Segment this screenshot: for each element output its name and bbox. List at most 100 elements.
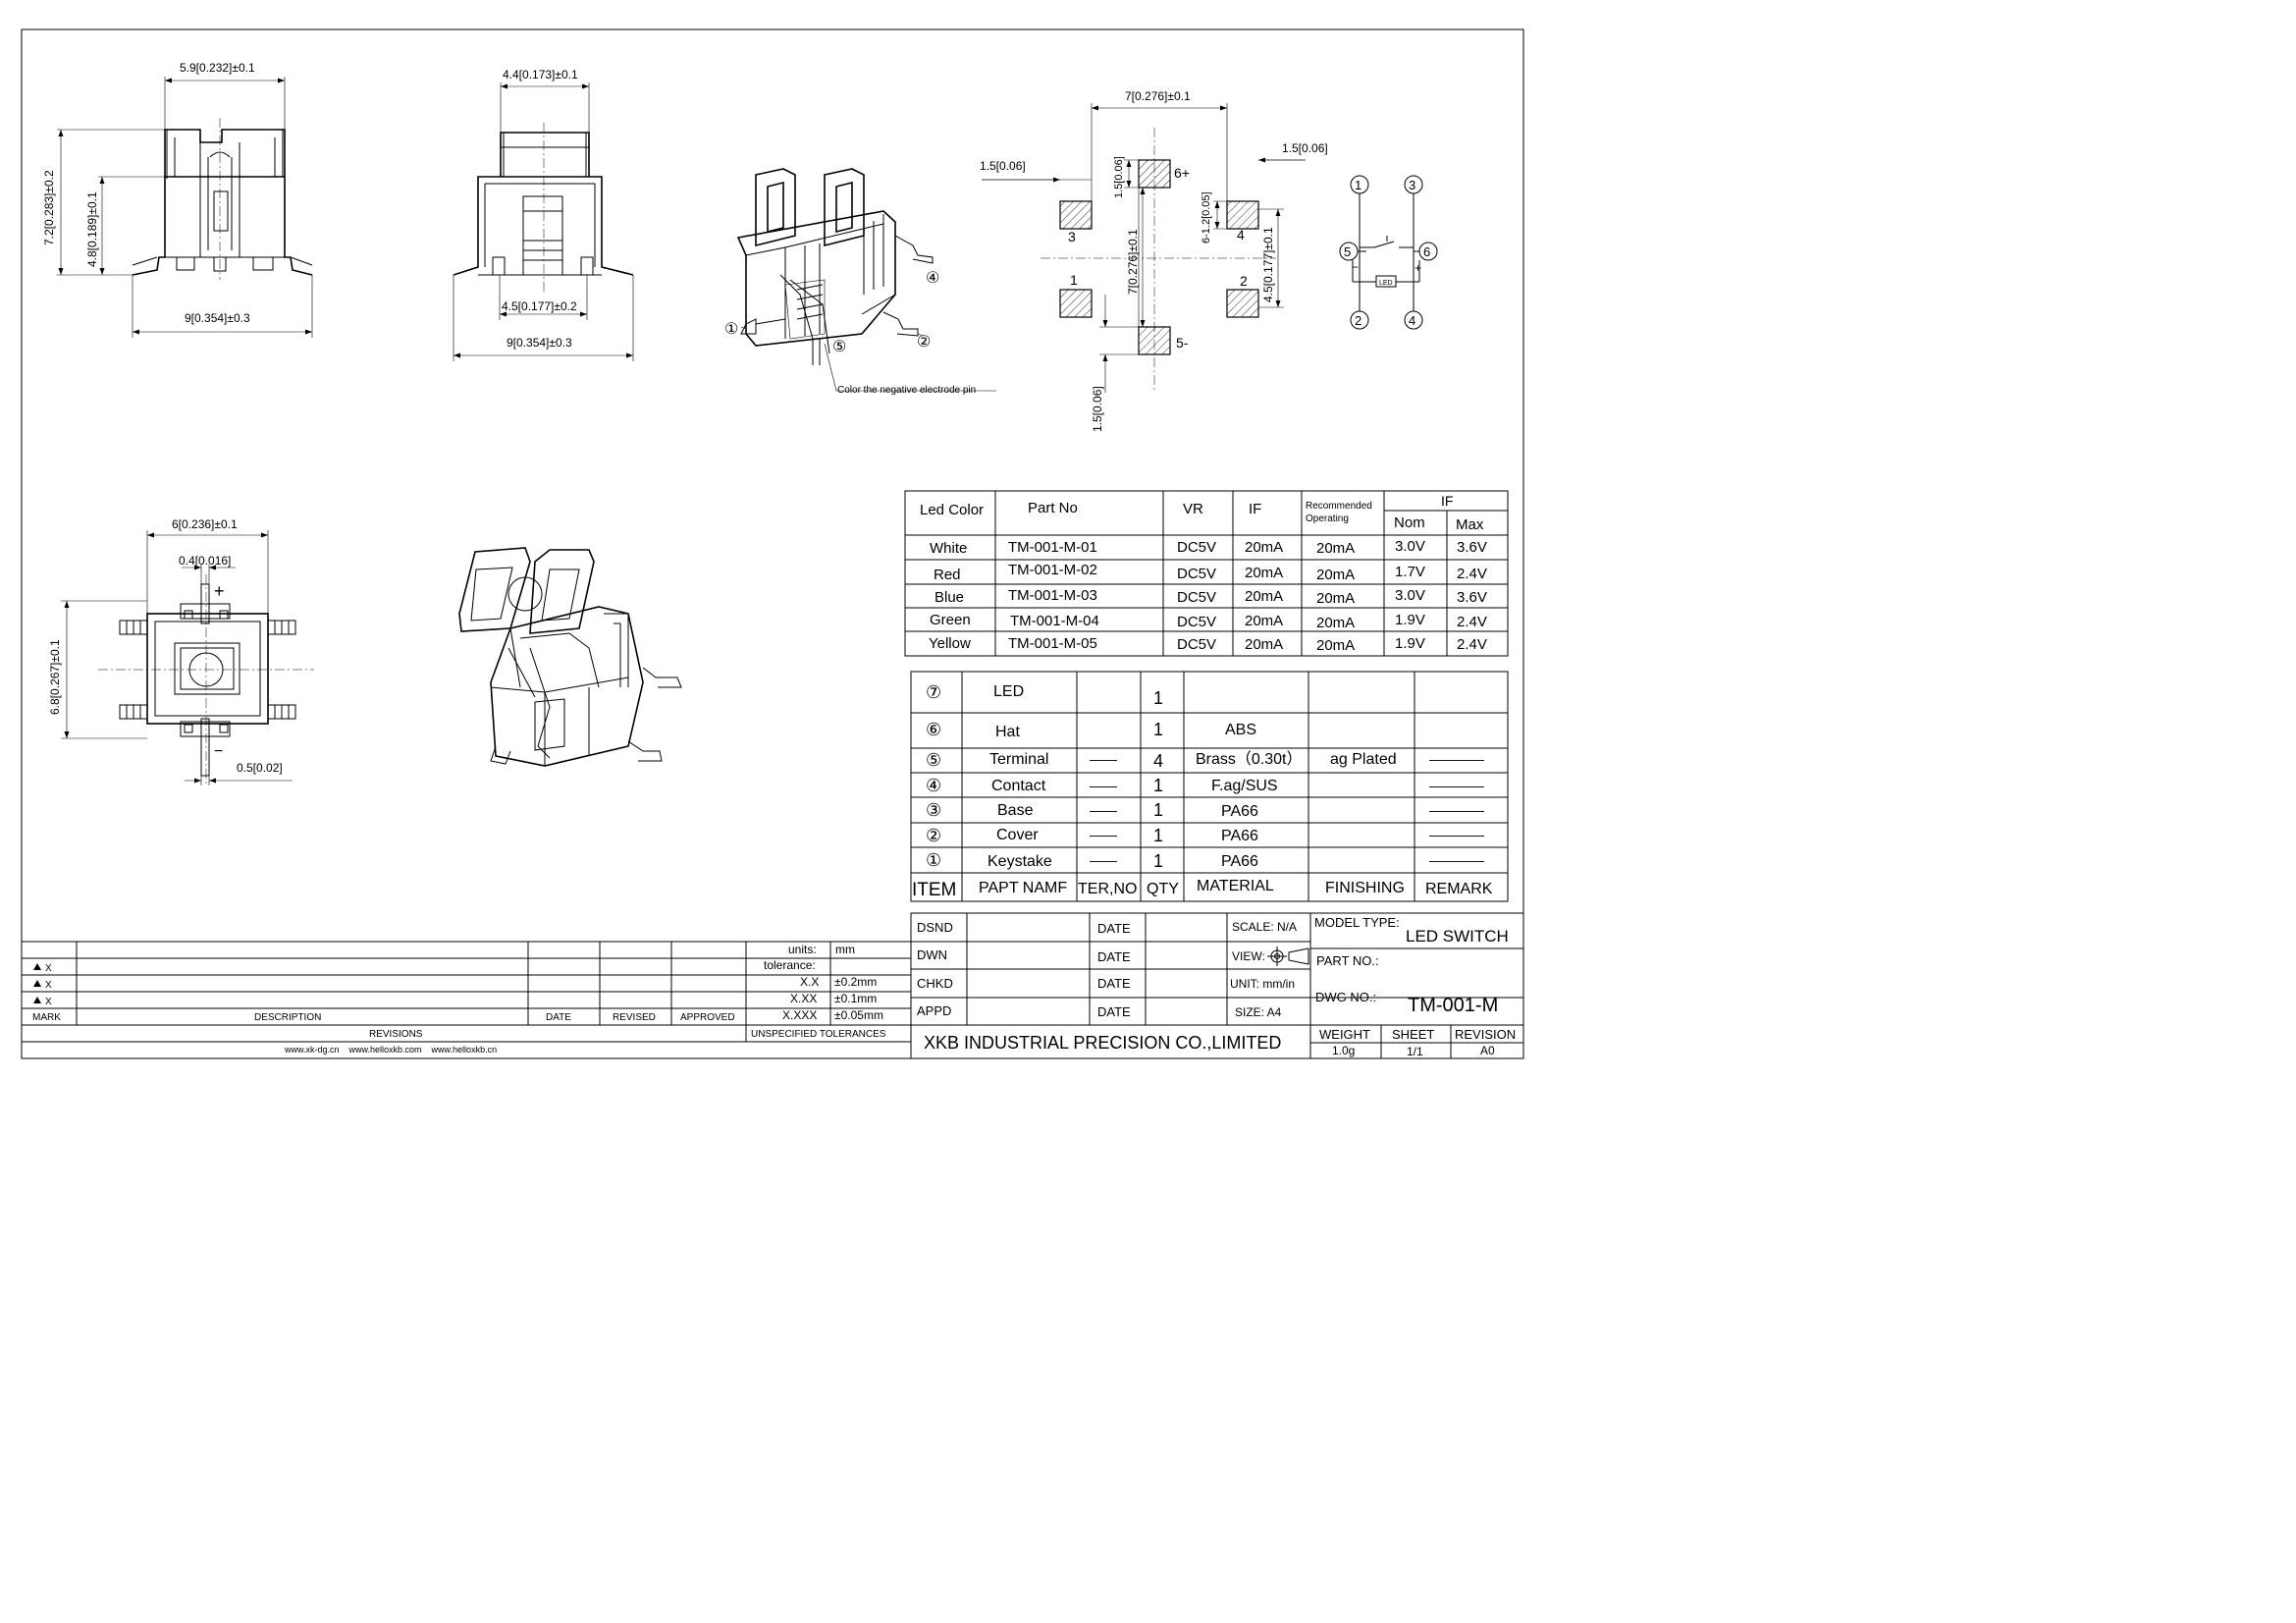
led-row-max: 3.6V — [1457, 539, 1487, 556]
led-row-rec: 20mA — [1316, 567, 1355, 583]
schematic-minus: − — [1352, 260, 1359, 274]
circuit-schematic — [1339, 175, 1438, 330]
rev-tol3: ±0.05mm — [834, 1008, 883, 1022]
led-row-color: Red — [934, 567, 961, 583]
tb-date: DATE — [1097, 921, 1131, 936]
rev-revisions-title: REVISIONS — [369, 1029, 423, 1040]
led-row-if: 20mA — [1245, 588, 1283, 605]
bom-header-qty: QTY — [1147, 881, 1179, 897]
bom-row-remark: ———— — [1429, 827, 1484, 842]
rev-mark-row: X — [45, 997, 52, 1007]
tb-view: VIEW: — [1232, 949, 1265, 963]
dim-side-width-top: 4.4[0.173]±0.1 — [503, 68, 578, 81]
top-view-plus: + — [214, 581, 225, 601]
led-row-part: TM-001-M-05 — [1008, 635, 1097, 652]
rev-tolerance-label: tolerance: — [764, 958, 816, 972]
bom-row-qty: 1 — [1153, 720, 1163, 739]
tb-date: DATE — [1097, 976, 1131, 991]
tb-revision-label: REVISION — [1455, 1027, 1516, 1042]
bom-row-material: ABS — [1225, 722, 1256, 738]
dim-pad-right: 1.5[0.06] — [1282, 141, 1328, 155]
schematic-node-5: 5 — [1344, 244, 1351, 259]
pad-label-4: 4 — [1237, 227, 1245, 243]
tb-weight: 1.0g — [1332, 1044, 1355, 1057]
dim-front-width-top: 5.9[0.232]±0.1 — [180, 61, 255, 75]
tb-size: SIZE: A4 — [1235, 1005, 1282, 1019]
led-row-nom: 3.0V — [1395, 587, 1425, 604]
tb-unit: UNIT: mm/in — [1230, 977, 1295, 991]
led-header-rec2: Operating — [1306, 514, 1349, 524]
led-row-vr: DC5V — [1177, 614, 1216, 630]
technical-drawing: 5.9[0.232]±0.1 7.2[0.283]±0.2 4.8[0.189]… — [21, 28, 1524, 1059]
bom-row-qty: 4 — [1153, 751, 1163, 771]
dim-pad-width: 7[0.276]±0.1 — [1125, 89, 1191, 103]
bom-row-material: PA66 — [1221, 803, 1258, 820]
led-row-if: 20mA — [1245, 636, 1283, 653]
led-header-nom: Nom — [1394, 514, 1425, 531]
led-row-max: 3.6V — [1457, 589, 1487, 606]
negative-pin-note: Color the negative electrode pin — [837, 385, 976, 396]
bom-row-no: —— — [1090, 802, 1117, 818]
led-header-if-group: IF — [1441, 493, 1453, 509]
led-row-nom: 3.0V — [1395, 538, 1425, 555]
tb-date: DATE — [1097, 1004, 1131, 1019]
led-row-color: Yellow — [929, 635, 971, 652]
dim-front-height: 7.2[0.283]±0.2 — [42, 170, 56, 245]
bom-row-item: ④ — [926, 776, 941, 795]
rev-mark-row: X — [45, 980, 52, 991]
bom-table — [910, 671, 1509, 902]
bom-row-qty: 1 — [1153, 688, 1163, 708]
bom-row-no: —— — [1090, 827, 1117, 842]
bom-row-name: Terminal — [989, 751, 1048, 768]
rev-tol1: ±0.2mm — [834, 975, 877, 989]
tb-model-type-label: MODEL TYPE: — [1314, 915, 1400, 930]
led-row-if: 20mA — [1245, 539, 1283, 556]
led-row-color: Blue — [934, 589, 964, 606]
isometric-view-exploded — [736, 168, 996, 392]
bom-header-no: TER,NO — [1078, 881, 1137, 897]
bom-row-finishing: ag Plated — [1330, 751, 1397, 768]
schematic-node-1: 1 — [1355, 178, 1362, 192]
rev-units: mm — [835, 943, 855, 956]
bom-row-qty: 1 — [1153, 826, 1163, 845]
dim-side-width-bottom: 9[0.354]±0.3 — [507, 336, 572, 350]
bom-header-name: PAPT NAMF — [979, 880, 1067, 896]
dim-top-pin-pitch: 0.5[0.02] — [237, 761, 283, 775]
bom-row-item: ⑥ — [926, 720, 941, 739]
schematic-node-2: 2 — [1355, 313, 1362, 328]
schematic-led-label: LED — [1379, 280, 1393, 287]
led-header-rec1: Recommended — [1306, 501, 1372, 512]
bom-header-remark: REMARK — [1425, 881, 1493, 897]
rev-unspecified: UNSPECIFIED TOLERANCES — [751, 1029, 886, 1040]
bom-header-finishing: FINISHING — [1325, 880, 1405, 896]
dim-pad-v1: 1.5[0.06] — [1113, 156, 1125, 198]
led-row-max: 2.4V — [1457, 566, 1487, 582]
rev-mark-row: X — [45, 963, 52, 974]
drawing-frame — [21, 28, 1524, 1059]
led-row-rec: 20mA — [1316, 637, 1355, 654]
bom-row-item: ① — [926, 850, 941, 870]
tb-dwg-no: TM-001-M — [1408, 995, 1498, 1016]
led-row-max: 2.4V — [1457, 614, 1487, 630]
dim-side-inner: 4.5[0.177]±0.2 — [502, 299, 577, 313]
rev-description-header: DESCRIPTION — [254, 1012, 321, 1023]
isometric-view-assembled — [458, 547, 682, 767]
dim-pad-inner: 4.5[0.177]±0.1 — [1261, 227, 1275, 302]
led-rows: White TM-001-M-01 DC5V 20mA 20mA 3.0V 3.… — [929, 538, 1487, 654]
led-header-vr: VR — [1183, 501, 1203, 517]
bom-row-no: —— — [1090, 751, 1117, 767]
bom-header-material: MATERIAL — [1197, 878, 1274, 894]
schematic-node-4: 4 — [1409, 313, 1415, 328]
led-row-part: TM-001-M-01 — [1008, 539, 1097, 556]
led-row-vr: DC5V — [1177, 539, 1216, 556]
bom-row-qty: 1 — [1153, 851, 1163, 871]
led-row-vr: DC5V — [1177, 589, 1216, 606]
bom-row-name: Contact — [991, 778, 1046, 794]
bom-row-name: Cover — [996, 827, 1039, 843]
bom-row-item: ② — [926, 826, 941, 845]
led-row-if: 20mA — [1245, 613, 1283, 629]
led-row-rec: 20mA — [1316, 615, 1355, 631]
led-row-if: 20mA — [1245, 565, 1283, 581]
tb-dsnd: DSND — [917, 920, 953, 935]
tb-sheet-label: SHEET — [1392, 1027, 1434, 1042]
